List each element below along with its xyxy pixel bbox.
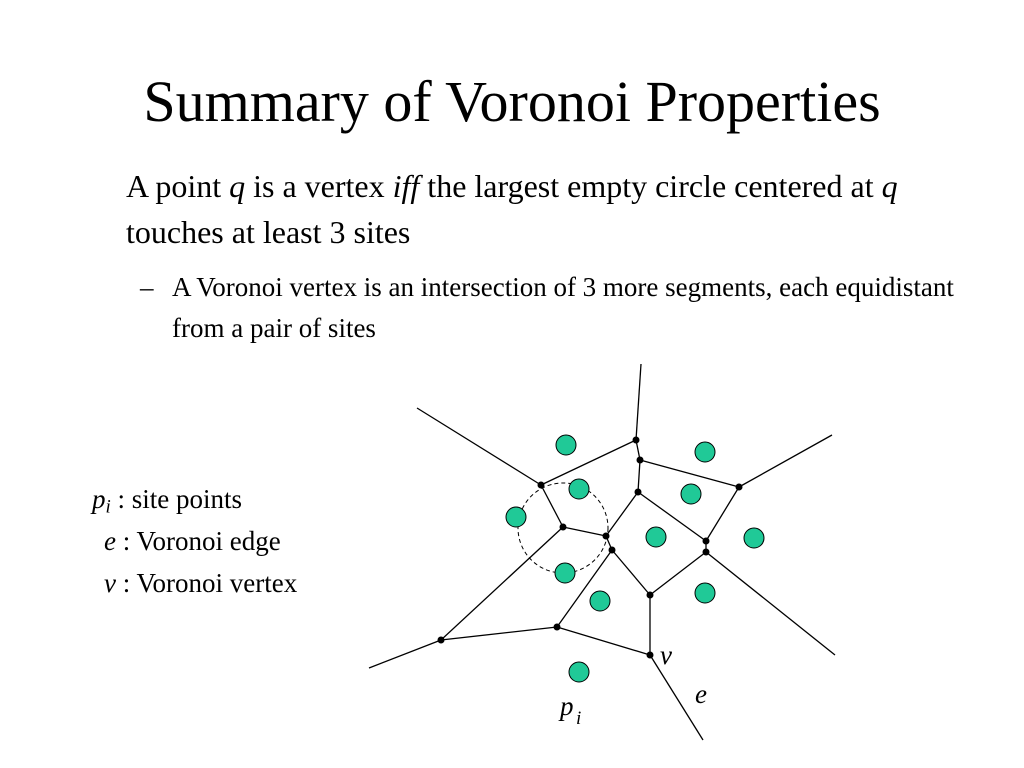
legend-item-voronoi-edge: e : Voronoi edge xyxy=(92,520,297,562)
legend-description: : Voronoi edge xyxy=(115,526,281,556)
legend-subscript: i xyxy=(105,496,111,518)
voronoi-edge xyxy=(637,459,641,493)
site-point xyxy=(554,562,576,584)
legend-symbol: e xyxy=(104,526,116,556)
voronoi-vertex xyxy=(537,481,545,489)
site-point xyxy=(568,478,590,500)
legend-item-voronoi-vertex: v : Voronoi vertex xyxy=(92,562,297,604)
sub-bullet: – A Voronoi vertex is an intersection of… xyxy=(140,267,960,349)
voronoi-vertex xyxy=(437,636,445,644)
legend-item-site-points: pi : site points xyxy=(92,478,297,520)
voronoi-edge xyxy=(705,486,740,542)
site-label-subscript: i xyxy=(576,708,581,729)
voronoi-edge xyxy=(368,639,442,669)
legend-description: : Voronoi vertex xyxy=(115,568,298,598)
voronoi-edges xyxy=(368,363,836,741)
voronoi-vertex xyxy=(702,548,710,556)
legend: pi : site points e : Voronoi edge v : Vo… xyxy=(92,478,297,604)
vertex-label: v xyxy=(660,640,672,670)
sub-bullet-dash: – xyxy=(140,272,154,302)
voronoi-edge xyxy=(540,439,637,486)
voronoi-edge xyxy=(637,491,707,542)
site-point xyxy=(505,506,527,528)
site-point xyxy=(589,590,611,612)
legend-description: : site points xyxy=(110,484,243,514)
site-point xyxy=(555,434,577,456)
voronoi-vertex xyxy=(602,532,610,540)
voronoi-vertex xyxy=(608,546,616,554)
voronoi-vertex xyxy=(632,436,640,444)
site-point xyxy=(645,526,667,548)
voronoi-edge xyxy=(540,484,564,528)
voronoi-edge xyxy=(605,491,639,537)
voronoi-vertex xyxy=(735,483,743,491)
voronoi-edge xyxy=(416,407,542,486)
variable-q: q xyxy=(229,168,246,204)
voronoi-edge xyxy=(556,549,613,628)
voronoi-vertex xyxy=(634,488,642,496)
voronoi-edge xyxy=(440,526,564,641)
site-point xyxy=(680,483,702,505)
site-point xyxy=(694,582,716,604)
voronoi-vertex xyxy=(559,523,567,531)
legend-symbol: p xyxy=(92,484,106,514)
voronoi-vertex xyxy=(636,456,644,464)
edge-label: e xyxy=(695,679,707,709)
site-point xyxy=(568,661,590,683)
voronoi-sites xyxy=(505,434,765,683)
site-point xyxy=(743,527,765,549)
voronoi-edge xyxy=(649,551,707,596)
voronoi-edge xyxy=(562,526,607,537)
legend-symbol: v xyxy=(104,568,116,598)
voronoi-edge xyxy=(440,626,558,641)
voronoi-vertex xyxy=(646,651,654,659)
main-bullet-text-1: A point xyxy=(126,168,230,204)
voronoi-edge xyxy=(639,459,740,488)
site-label: p xyxy=(558,691,574,721)
main-bullet-text-3: the largest empty circle centered at xyxy=(419,168,882,204)
voronoi-vertex xyxy=(702,537,710,545)
voronoi-edge xyxy=(738,434,833,488)
voronoi-vertex xyxy=(553,623,561,631)
voronoi-edge xyxy=(611,549,651,596)
slide-title: Summary of Voronoi Properties xyxy=(143,69,881,134)
voronoi-vertex xyxy=(646,591,654,599)
main-bullet: A point q is a vertex iff the largest em… xyxy=(126,163,946,255)
site-point xyxy=(694,441,716,463)
voronoi-edge xyxy=(705,551,836,656)
variable-q: q xyxy=(881,168,898,204)
voronoi-edge xyxy=(649,654,704,741)
voronoi-vertices xyxy=(437,436,743,659)
main-bullet-text-2: is a vertex xyxy=(245,168,393,204)
main-bullet-text-4: touches at least 3 sites xyxy=(126,214,411,250)
sub-bullet-text: A Voronoi vertex is an intersection of 3… xyxy=(172,272,954,343)
voronoi-edge xyxy=(556,626,651,656)
voronoi-edge xyxy=(635,363,642,441)
iff-keyword: iff xyxy=(392,168,420,204)
